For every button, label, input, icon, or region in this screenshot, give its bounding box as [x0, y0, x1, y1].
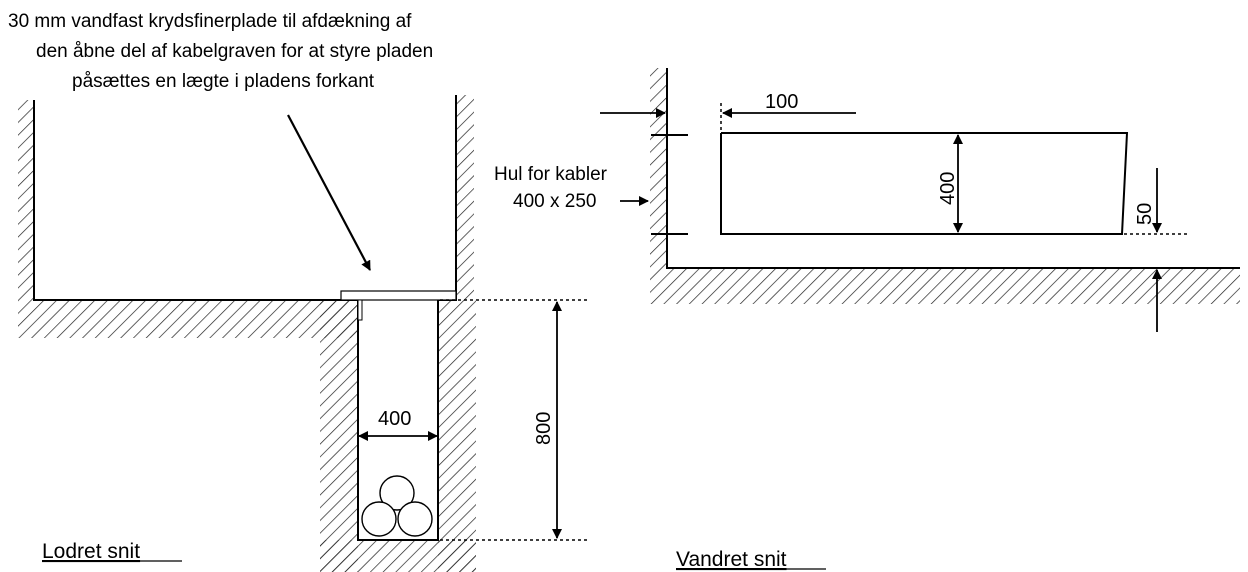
dim-depth-label: 800: [533, 412, 555, 445]
trench-right-wall-hatch: [438, 300, 476, 572]
dim-offset-label: 100: [765, 91, 798, 113]
left-wall-hatch: [18, 100, 34, 300]
hole-label-line-1: Hul for kabler: [494, 164, 608, 185]
cable: [361, 501, 397, 537]
vertical-section: 400 800 30 mm vandfast krydsfinerplade t…: [8, 11, 590, 572]
annotation-line-2: den åbne del af kabelgraven for at styre…: [36, 41, 433, 62]
annotation-line-1: 30 mm vandfast krydsfinerplade til afdæk…: [8, 11, 412, 32]
hole-outline: [720, 132, 1129, 235]
annotation-arrow: [287, 114, 371, 271]
trench-bottom-hatch: [320, 540, 476, 572]
right-section-title: Vandret snit: [676, 548, 787, 571]
horizontal-section: 100 400 50 Hul for kabler 400 x 250 Vand…: [494, 68, 1240, 571]
dim-width-label: 400: [378, 408, 411, 430]
cable: [397, 501, 433, 537]
trench-left-wall-hatch: [320, 300, 358, 572]
dim-gap-label: 50: [1134, 203, 1156, 225]
right-wall-hatch: [456, 95, 474, 300]
annotation-line-3: påsættes en lægte i pladens forkant: [72, 71, 375, 92]
dim-height-label: 400: [937, 172, 959, 205]
floor-hatch-left: [18, 300, 358, 338]
cable: [379, 475, 415, 511]
left-section-title: Lodret snit: [42, 540, 140, 563]
floor-hatch: [650, 268, 1240, 304]
batten: [357, 299, 363, 321]
plywood-plate: [340, 290, 457, 301]
hole-label-line-2: 400 x 250: [513, 191, 596, 212]
wall-hatch: [650, 68, 667, 268]
